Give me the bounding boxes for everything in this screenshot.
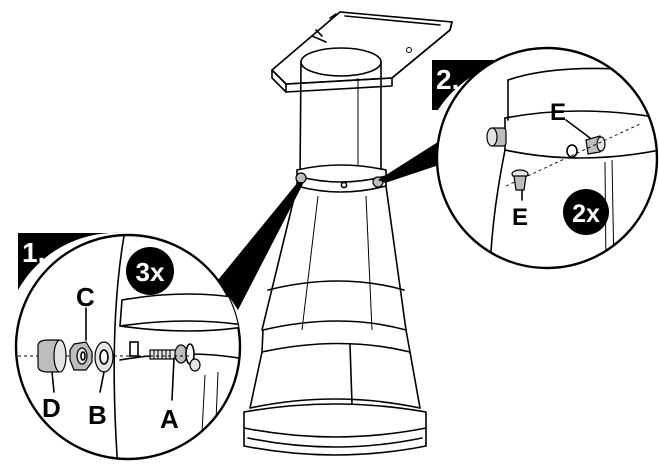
- part-label-e-bottom: E: [512, 204, 528, 231]
- detail-step-1: 1.: [14, 232, 242, 461]
- step-1-tab: [18, 232, 122, 290]
- svg-text:3x: 3x: [136, 257, 165, 287]
- upper-column: [299, 47, 382, 177]
- detail-step-2: 2.: [432, 46, 659, 270]
- svg-text:2x: 2x: [572, 200, 600, 228]
- collar-ring: [295, 164, 387, 193]
- bolt-icon: [149, 343, 201, 372]
- part-label-d: D: [42, 393, 61, 423]
- detail-1-magnifier: [14, 233, 242, 461]
- callout-connector-1: [218, 182, 304, 310]
- step-2-tab: [432, 60, 520, 110]
- pedestal-illustration: [243, 11, 454, 456]
- part-label-e-top: E: [550, 99, 566, 126]
- step-2-number: 2.: [436, 64, 459, 95]
- cap-icon: [37, 339, 67, 373]
- tapered-body: [243, 185, 427, 456]
- part-label-c: C: [76, 282, 95, 312]
- step-1-number: 1.: [22, 237, 45, 268]
- part-label-b: B: [88, 400, 107, 430]
- quantity-badge-2x: 2x: [563, 189, 609, 235]
- detail-2-magnifier: [435, 46, 659, 270]
- part-label-a: A: [160, 404, 179, 434]
- plug-icon: [511, 169, 529, 191]
- washer-icon: [94, 341, 114, 373]
- nut-icon: [69, 341, 93, 371]
- quantity-badge-3x: 3x: [126, 247, 174, 295]
